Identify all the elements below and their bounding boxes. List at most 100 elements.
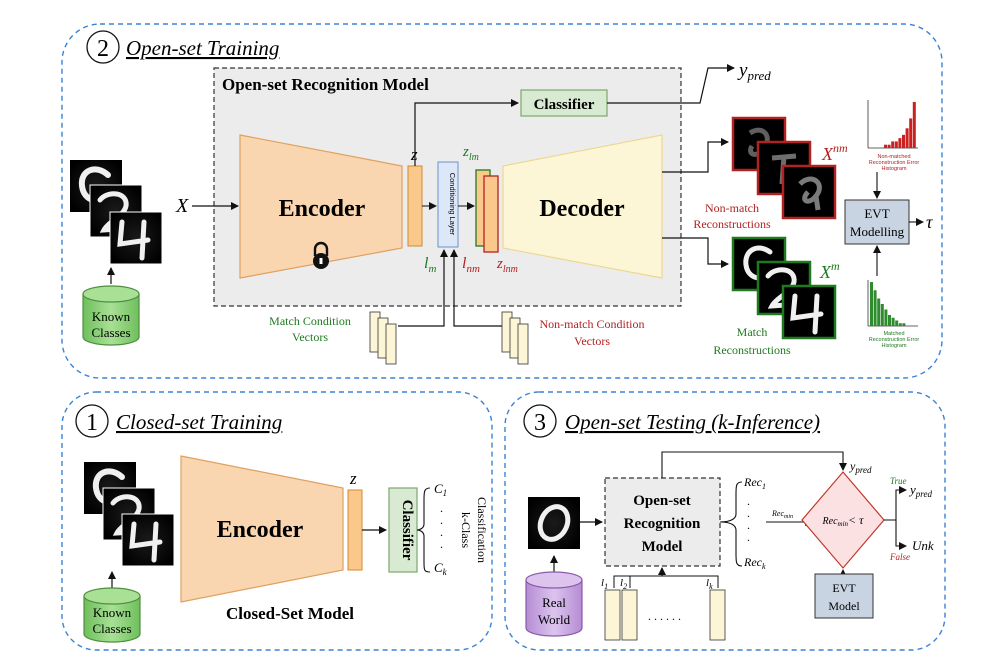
test-model-label-line1: Open-set [633, 493, 691, 509]
histogram-bar [873, 290, 877, 326]
svg-text:.: . [440, 513, 443, 527]
condition-vector-l2 [621, 589, 638, 641]
lm-label: lm [424, 255, 436, 275]
panel-title: Open-set Testing (k-Inference) [565, 410, 820, 434]
hist-nonmatch-caption-line2: Reconstruction Error [869, 160, 920, 166]
test-ypred-label: ypred [849, 459, 872, 475]
nonmatch-recon-label-line2: Reconstructions [693, 217, 771, 231]
panel-number: 3 [534, 410, 546, 436]
nonmatch-recon-label-line1: Non-match [705, 201, 759, 215]
encoder-label: Encoder [279, 196, 366, 222]
arrow-decoder-to-nonmatch [662, 138, 729, 173]
real-world-label-line1: Real [542, 595, 566, 610]
svg-text:.: . [747, 530, 750, 544]
panel-number-circle [523, 404, 557, 438]
decoder-block [502, 134, 663, 279]
hist-match-caption-line1: Matched [883, 331, 904, 337]
reck-label: Reck [743, 555, 766, 571]
l2-label: l2 [620, 577, 627, 591]
match-reconstruction-stack [731, 236, 837, 340]
classifier-label: Classifier [534, 97, 595, 113]
ck-label: Ck [434, 560, 448, 577]
final-ypred-label: ypred [908, 482, 932, 499]
closed-latent-z-bar [347, 489, 363, 571]
latent-z-bar [407, 165, 423, 247]
classifier-output-brace [416, 487, 431, 573]
closed-input-digit-stack [84, 462, 175, 567]
test-model-label-line3: Model [642, 539, 683, 555]
reconstruction-output-brace [719, 481, 743, 567]
panel-border [61, 391, 493, 651]
hist-nonmatch-caption-line3: Histogram [881, 166, 906, 172]
closed-model-caption: Closed-Set Model [226, 604, 354, 623]
closed-latent-z-label: z [349, 469, 357, 488]
nonmatch-vector-stack [501, 311, 529, 365]
false-label: False [889, 552, 910, 562]
histogram-bar [884, 144, 887, 148]
arrow-classifier-to-ypred [607, 64, 735, 104]
nonmatch-vectors-label-line2: Vectors [574, 334, 610, 348]
arrow-nonmatch-vectors [450, 249, 508, 327]
condition-vector-lk [709, 589, 726, 641]
condition-vectors-bus [613, 575, 719, 588]
histogram-bar [888, 315, 891, 326]
digit-image-4 [109, 211, 163, 265]
evt-label-line1: EVT [864, 206, 889, 221]
kclass-label-line2: Classification [475, 497, 489, 563]
known-classes-database: Known Classes [82, 285, 140, 346]
input-x-label: X [175, 195, 189, 217]
real-world-database: Real World [525, 571, 583, 637]
ypred-label: ypred [737, 60, 771, 83]
classifier-block [520, 89, 608, 117]
conditioning-layer-label: Conditioning Layer [448, 173, 457, 236]
latent-zlnm-bar [483, 175, 499, 253]
panel-open-set-testing: 3 Open-set Testing (k-Inference) Real Wo… [504, 391, 946, 651]
panel-border [61, 23, 943, 379]
kclass-label-line1: k-Class [459, 512, 473, 548]
svg-text:.: . [440, 537, 443, 551]
input-digit-stack [70, 160, 163, 265]
known-classes-label-line1: Known [92, 309, 131, 324]
arrow-z-to-classifier [414, 99, 519, 166]
lk-label: lk [706, 577, 713, 591]
closed-known-classes-database: Known Classes [83, 587, 141, 643]
panel-title: Open-set Training [126, 36, 279, 60]
svg-text:.: . [747, 518, 750, 532]
histogram-bar [891, 141, 895, 148]
panel-closed-set-training: 1 Closed-set Training Known Classes Enco… [61, 391, 493, 651]
c1-label: C1 [434, 481, 447, 498]
encoder-block [239, 134, 403, 279]
true-label: True [890, 476, 907, 486]
evt-label-line2: Modelling [850, 224, 905, 239]
histogram-bar [898, 323, 902, 326]
histogram-bar [894, 141, 898, 148]
conditioning-layer [437, 161, 459, 248]
histogram-bar [870, 282, 873, 326]
rec1-label: Rec1 [743, 475, 766, 491]
nonmatch-error-histogram [867, 100, 918, 149]
arrow-false-branch [895, 520, 907, 550]
known-classes-label-line2: Classes [93, 621, 132, 636]
histogram-bar [887, 144, 891, 148]
closed-encoder-label: Encoder [217, 517, 304, 543]
histogram-bar [880, 304, 884, 326]
class-dots: . [440, 501, 443, 515]
svg-text:.: . [440, 525, 443, 539]
condition-vector-l1 [604, 589, 621, 641]
closed-encoder-block [180, 455, 344, 603]
evt-modelling-block [844, 199, 910, 245]
xm-label: Xm [819, 259, 840, 282]
zlnm-label: zlnm [496, 256, 518, 275]
latent-z-label: z [410, 145, 418, 164]
decoder-label: Decoder [539, 196, 625, 222]
closed-classifier-label: Classifier [399, 500, 415, 561]
lnm-label: lnm [462, 255, 480, 275]
xnm-label: Xnm [821, 141, 848, 164]
decision-diamond [801, 471, 885, 569]
panel-number-circle [75, 404, 109, 438]
histogram-bar [898, 138, 902, 148]
histogram-bar [891, 317, 895, 326]
match-vector-stack [369, 311, 397, 365]
histogram-bar [905, 128, 909, 148]
